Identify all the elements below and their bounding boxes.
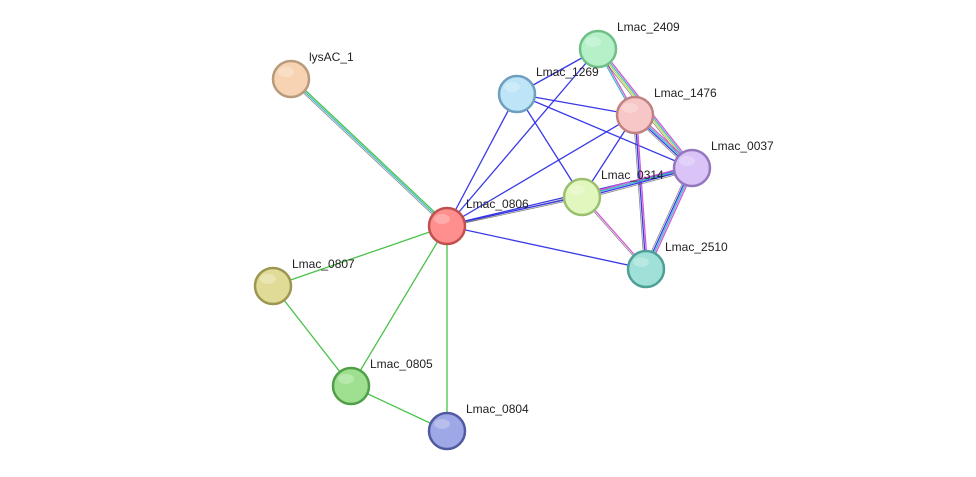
node-highlight <box>679 156 695 166</box>
edge-Lmac_1476-Lmac_2510 <box>633 114 649 270</box>
node-highlight <box>622 103 638 113</box>
edge-Lmac_0806-Lmac_0314 <box>446 195 583 228</box>
edge-Lmac_1269-Lmac_0314 <box>516 93 583 198</box>
edge-Lmac_0806-Lmac_0805 <box>350 225 448 387</box>
node-label: Lmac_2510 <box>665 240 728 254</box>
node-lysAC_1[interactable]: lysAC_1 <box>271 50 354 99</box>
edge-Lmac_0806-Lmac_2510 <box>446 225 647 270</box>
node-circle[interactable] <box>578 29 618 69</box>
node-Lmac_0805[interactable]: Lmac_0805 <box>331 357 433 406</box>
node-label: Lmac_0805 <box>370 357 433 371</box>
nodes-layer: lysAC_1 Lmac_2409Lmac_1269Lmac_1476Lmac_0… <box>253 20 774 451</box>
edge-line-cyan <box>290 78 448 227</box>
edge-line-blue <box>516 93 583 198</box>
node-circle[interactable] <box>427 411 467 451</box>
node-label: Lmac_1269 <box>536 65 599 79</box>
edge-line-blue <box>446 93 518 227</box>
edge-Lmac_0806-Lmac_2409 <box>446 48 599 227</box>
edge-line-blue <box>446 195 582 226</box>
node-label: Lmac_0806 <box>466 197 529 211</box>
node-highlight <box>278 67 294 77</box>
edge-line-blue <box>516 93 636 116</box>
node-label: Lmac_0314 <box>601 168 664 182</box>
node-highlight <box>338 374 354 384</box>
node-Lmac_1476[interactable]: Lmac_1476 <box>615 86 717 135</box>
edge-line-green <box>350 225 448 387</box>
node-label: Lmac_1476 <box>654 86 717 100</box>
node-label: Lmac_0037 <box>711 139 774 153</box>
node-highlight <box>434 214 450 224</box>
edge-line-dark <box>289 79 447 228</box>
edge-line-blue <box>634 114 647 270</box>
node-circle[interactable] <box>427 206 467 246</box>
node-label: Lmac_2409 <box>617 20 680 34</box>
node-Lmac_2510[interactable]: Lmac_2510 <box>626 240 728 289</box>
node-Lmac_0804[interactable]: Lmac_0804 <box>427 402 529 451</box>
edge-Lmac_1269-Lmac_0037 <box>516 93 693 169</box>
edge-line-blue <box>446 225 647 270</box>
node-highlight <box>569 185 585 195</box>
node-label: Lmac_0804 <box>466 402 529 416</box>
node-Lmac_2409[interactable]: Lmac_2409 <box>578 20 680 69</box>
edge-line-magenta <box>635 114 649 269</box>
node-circle[interactable] <box>271 59 311 99</box>
edge-line-green <box>272 225 448 287</box>
edge-Lmac_0806-Lmac_1269 <box>446 93 518 227</box>
edge-Lmac_1269-Lmac_1476 <box>516 93 636 116</box>
edge-line-blue <box>516 93 693 169</box>
node-circle[interactable] <box>615 95 655 135</box>
node-highlight <box>434 419 450 429</box>
node-circle[interactable] <box>331 366 371 406</box>
edge-line-blue <box>446 48 599 227</box>
node-Lmac_0807[interactable]: Lmac_0807 <box>253 257 355 306</box>
node-label: lysAC_1 <box>309 50 354 64</box>
edge-line-green <box>272 285 352 387</box>
node-Lmac_0037[interactable]: Lmac_0037 <box>672 139 774 188</box>
node-Lmac_0314[interactable]: Lmac_0314 <box>562 168 664 217</box>
node-highlight <box>585 37 601 47</box>
node-highlight <box>633 257 649 267</box>
edge-Lmac_0806-Lmac_1476 <box>446 114 636 227</box>
node-circle[interactable] <box>626 249 666 289</box>
edge-Lmac_0807-Lmac_0805 <box>272 285 352 387</box>
edge-lysAC_1-Lmac_0806 <box>289 77 449 228</box>
node-Lmac_1269[interactable]: Lmac_1269 <box>497 65 599 114</box>
node-circle[interactable] <box>562 177 602 217</box>
node-highlight <box>504 82 520 92</box>
node-circle[interactable] <box>253 266 293 306</box>
node-circle[interactable] <box>497 74 537 114</box>
edge-line-dark <box>633 115 645 270</box>
edge-Lmac_0806-Lmac_0807 <box>272 225 448 287</box>
node-label: Lmac_0807 <box>292 257 355 271</box>
node-highlight <box>260 274 276 284</box>
edge-line-dark <box>447 197 583 228</box>
edge-line-green <box>291 77 449 226</box>
node-circle[interactable] <box>672 148 712 188</box>
edge-line-blue <box>446 114 636 227</box>
node-Lmac_0806[interactable]: Lmac_0806 <box>427 197 529 246</box>
